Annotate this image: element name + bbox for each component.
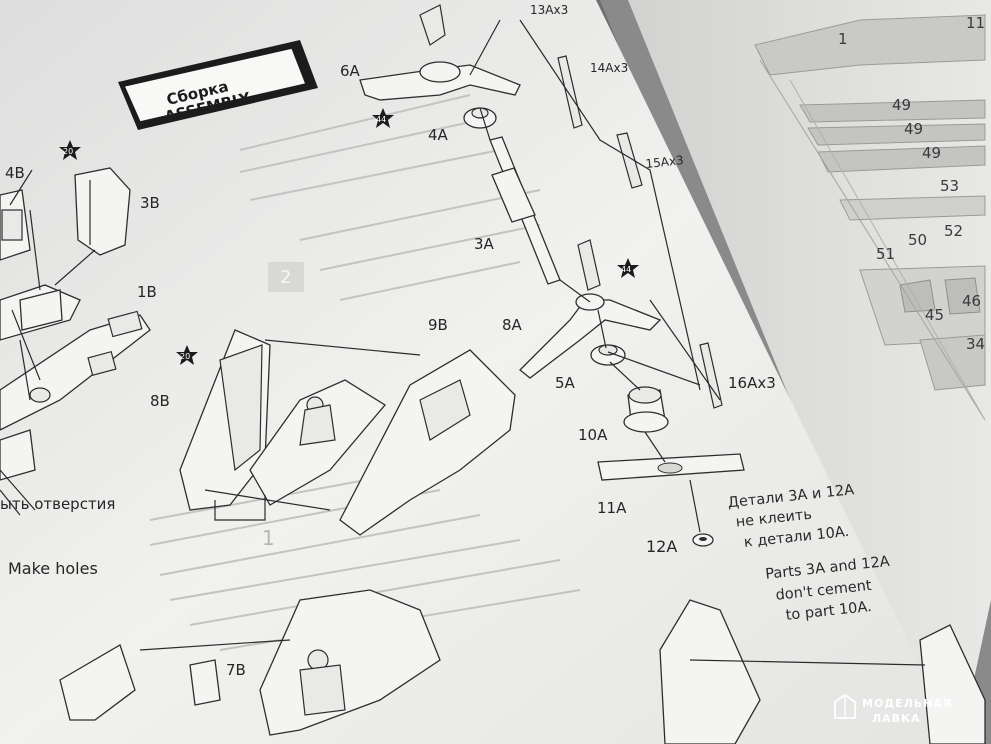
paint-code-20a: 20 [63, 147, 73, 156]
sprue-num-46: 46 [962, 292, 981, 310]
label-8b: 8B [150, 392, 170, 410]
label-1b: 1B [137, 283, 157, 301]
watermark-line2: ЛАВКА [872, 712, 921, 725]
watermark-line1: МОДЕЛЬНАЯ [862, 697, 952, 710]
sprue-sheet-page [628, 0, 991, 744]
right-guide-lines [479, 19, 926, 666]
holes-text-en: Make holes [8, 559, 98, 578]
label-3a: 3A [474, 235, 495, 253]
marker-1: 1 [262, 526, 275, 550]
sprue-num-1: 1 [838, 30, 848, 48]
label-6a: 6A [340, 62, 361, 80]
paint-marker-44b [617, 258, 639, 278]
sprue-num-34: 34 [966, 335, 985, 353]
label-12a: 12A [646, 537, 677, 556]
label-11a: 11A [597, 499, 627, 517]
bleed-through-text [149, 94, 581, 651]
sprue-num-49c: 49 [922, 144, 941, 162]
sprue-num-45: 45 [925, 306, 944, 324]
label-14a: 14Ax3 [590, 61, 628, 75]
label-10a: 10A [578, 426, 608, 444]
note-ru-2: не клеить [735, 507, 813, 531]
sprue-num-52: 52 [944, 222, 963, 240]
label-4b: 4B [5, 164, 25, 182]
holes-text-ru: ыть отверстия [0, 495, 115, 513]
sprue-sheet-drawing [754, 14, 986, 421]
paint-marker-20b [176, 345, 198, 365]
label-16a: 16Ax3 [728, 374, 776, 392]
sprue-num-49a: 49 [892, 96, 911, 114]
label-3b: 3B [140, 194, 160, 212]
label-4a: 4A [428, 126, 449, 144]
label-7b: 7B [226, 661, 246, 679]
paint-code-44a: 44 [376, 115, 386, 124]
paint-marker-20a [59, 140, 81, 160]
sprue-num-49b: 49 [904, 120, 923, 138]
right-parts-drawing [359, 4, 986, 744]
paint-marker-44a [372, 108, 394, 128]
label-9b: 9B [428, 316, 448, 334]
paint-code-44b: 44 [621, 265, 631, 274]
step-badge [268, 262, 304, 292]
assembly-header [118, 40, 318, 130]
step-number: 2 [280, 267, 291, 288]
label-15a: 15Ax3 [645, 153, 684, 171]
sprue-num-51: 51 [876, 245, 895, 263]
left-parts-drawing [0, 167, 516, 736]
sprue-num-11: 11 [966, 14, 985, 32]
sprue-num-53: 53 [940, 177, 959, 195]
left-guide-lines [0, 169, 421, 651]
label-8a: 8A [502, 316, 523, 334]
label-13a: 13Ax3 [530, 3, 568, 17]
watermark-logo [834, 693, 856, 719]
sprue-num-50: 50 [908, 231, 927, 249]
label-5a: 5A [555, 374, 576, 392]
paint-code-20b: 20 [180, 352, 190, 361]
